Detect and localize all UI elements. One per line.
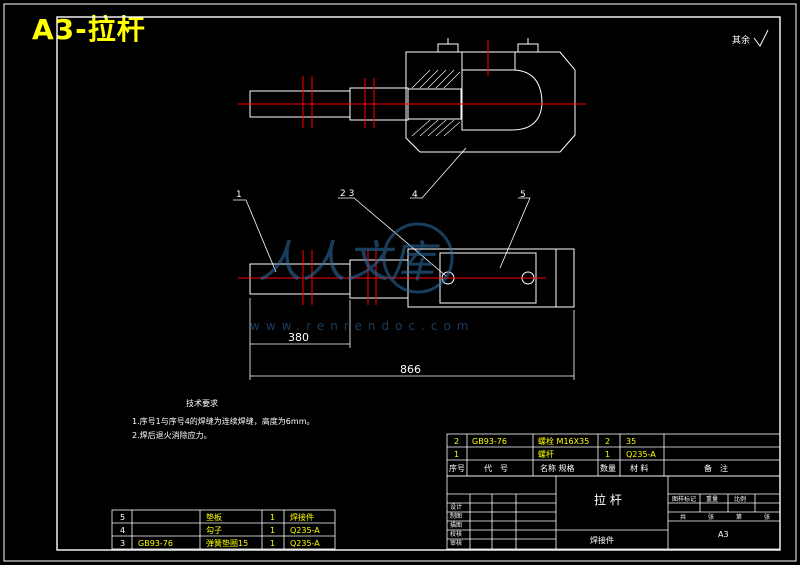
bom-left-table: [111, 509, 336, 550]
leader-label-4: 4: [412, 190, 418, 200]
bom-row-0-qty: 2: [605, 437, 610, 446]
tb-right-1: 重量: [706, 495, 718, 503]
tb-right-2: 比例: [734, 495, 746, 503]
tech-line-2: 2.焊后退火消除应力。: [132, 430, 212, 440]
bom-left-0-name: 垫板: [206, 512, 222, 522]
leader-label-2-3: 2 3: [340, 189, 354, 199]
bom-row-0-code: GB93-76: [472, 437, 507, 446]
bom-row-1-name: 螺杆: [538, 449, 554, 459]
dim-866: 866: [400, 363, 421, 376]
sheet-size: A3: [718, 530, 729, 539]
bom-header-qty: 数量: [600, 463, 616, 473]
tb-sheet-0: 共: [680, 513, 686, 521]
watermark-url: www.renrendoc.com: [250, 319, 474, 333]
bom-left-0-no: 5: [120, 513, 125, 522]
bom-header-code: 代 号: [484, 463, 508, 473]
centerlines-top: [238, 40, 586, 128]
bom-left-1-mat: Q235-A: [290, 526, 320, 535]
bom-row-1-no: 1: [454, 450, 459, 459]
tech-heading: 技术要求: [186, 398, 218, 408]
tb-sheet-3: 张: [764, 513, 770, 521]
dimension-lines: [249, 298, 575, 380]
surface-mark: 其余: [732, 34, 750, 46]
tb-sheet-1: 张: [708, 513, 714, 521]
bom-row-0-name: 螺栓 M16X35: [538, 436, 589, 446]
outer-frame: [3, 3, 797, 562]
bom-row-1-qty: 1: [605, 450, 610, 459]
inner-frame: [56, 16, 781, 551]
bom-left-2-qty: 1: [270, 539, 275, 548]
bom-header-no: 序号: [449, 463, 465, 473]
bom-left-2-code: GB93-76: [138, 539, 173, 548]
tb-row-0: 设计: [450, 503, 462, 511]
tb-right-0: 图样标记: [672, 495, 696, 503]
leader-label-5: 5: [520, 190, 526, 200]
bom-row-0-mat: 35: [626, 437, 636, 446]
tb-row-1: 制图: [450, 512, 462, 520]
bom-row-0-no: 2: [454, 437, 459, 446]
hatching: [411, 69, 461, 137]
top-view: [249, 38, 576, 153]
leader-label-1: 1: [236, 190, 242, 200]
dim-380: 380: [288, 331, 309, 344]
watermark-logo: 人人文库 www.renrendoc.com: [250, 222, 474, 333]
bom-left-1-name: 勾子: [206, 525, 222, 535]
bom-row-1-mat: Q235-A: [626, 450, 656, 459]
roughness-symbol-icon: [753, 29, 769, 47]
bom-left-2-mat: Q235-A: [290, 539, 320, 548]
tb-row-2: 描图: [450, 521, 462, 529]
part-type: 焊接件: [590, 535, 614, 545]
part-name: 拉 杆: [594, 492, 622, 507]
bom-left-0-qty: 1: [270, 513, 275, 522]
leader-lines: [233, 147, 531, 277]
bom-left-0-mat: 焊接件: [290, 512, 314, 522]
tb-row-3: 校核: [450, 530, 462, 538]
bom-header-mat: 材 料: [630, 463, 649, 473]
bom-header-note: 备 注: [704, 463, 728, 473]
bom-left-2-name: 弹簧垫圈15: [206, 538, 248, 548]
tb-row-4: 审核: [450, 539, 462, 547]
bom-left-2-no: 3: [120, 539, 125, 548]
tb-sheet-2: 第: [736, 513, 742, 521]
tech-line-1: 1.序号1与序号4的焊缝为连续焊缝，高度为6mm。: [132, 416, 315, 426]
bom-left-1-no: 4: [120, 526, 125, 535]
bom-left-1-qty: 1: [270, 526, 275, 535]
drawing-title: A3-拉杆: [32, 13, 146, 46]
watermark-text: 人人文库: [258, 237, 441, 288]
title-block: [446, 475, 781, 550]
bom-header-name: 名称 规格: [540, 463, 575, 473]
